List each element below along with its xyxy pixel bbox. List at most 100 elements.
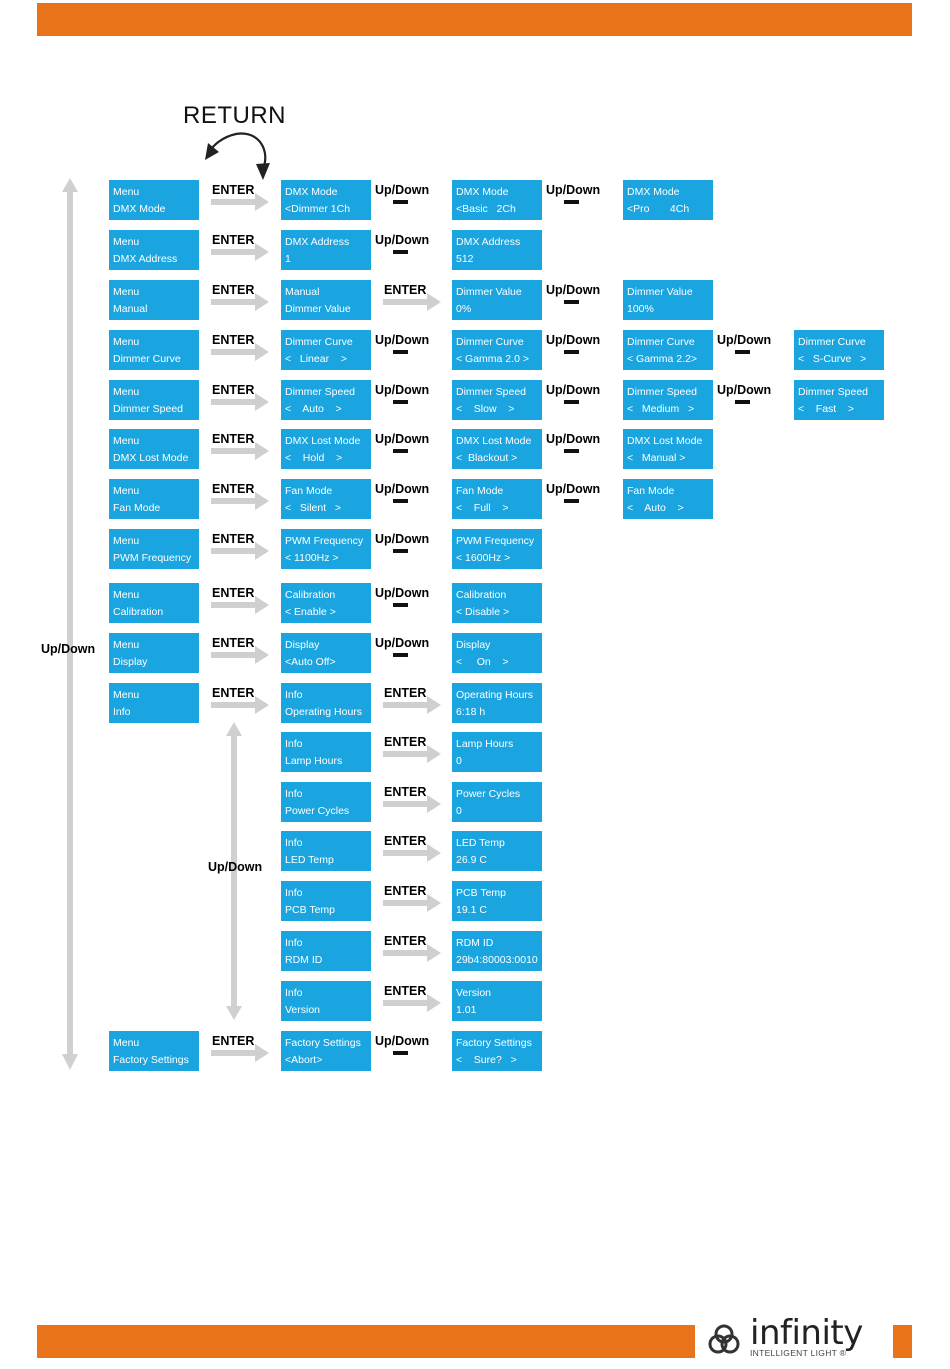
enter-arrow-icon [211,1044,269,1062]
enter-arrow-icon [211,393,269,411]
brand-sub-text: INTELLIGENT LIGHT [750,1348,837,1358]
lcd-line: < Slow > [456,403,515,415]
lcd-line: Dimmer Speed [627,386,698,398]
lcd-line: DMX Address [456,236,521,248]
lcd-line: 19.1 C [456,904,487,916]
lcd-line: PWM Frequency [113,552,192,564]
header-bar [37,3,912,36]
lcd-line: Manual [113,303,148,315]
enter-label: ENTER [212,636,255,650]
lcd-line: DMX Address [285,236,350,248]
enter-label: ENTER [212,432,255,446]
lcd-line: Dimmer Value [285,303,351,315]
lcd-line: Fan Mode [285,485,333,497]
updown-label: Up/Down [717,333,772,347]
lcd-line: Dimmer Speed [456,386,527,398]
updown-dash-icon [564,499,579,503]
lcd-line: Lamp Hours [456,738,514,750]
updown-label: Up/Down [375,1034,430,1048]
lcd-line: Fan Mode [113,502,161,514]
enter-label: ENTER [212,183,255,197]
enter-label: ENTER [384,283,427,297]
lcd-screen-3-2: Dimmer Curve< Gamma 2.2> [623,330,713,370]
enter-arrow-icon [211,193,269,211]
lcd-line: < Fast > [798,403,855,415]
lcd-line: Dimmer Curve [113,353,181,365]
updown-label: Up/Down [546,482,601,496]
lcd-line: < Disable > [456,606,510,618]
enter-label: ENTER [384,934,427,948]
main-updown-arrow-icon [62,178,78,1070]
lcd-line: RDM ID [285,954,323,966]
lcd-screen-4-2: Dimmer Speed < Medium > [623,380,713,420]
return-arrow-icon [208,132,267,173]
lcd-screen-5-1: DMX Lost Mode< Blackout > [452,429,542,469]
lcd-screen-7-1: PWM Frequency< 1600Hz > [452,529,542,569]
footer-bar [37,1325,695,1358]
enter-arrow-icon [383,894,441,912]
lcd-line: 0% [456,303,472,315]
enter-arrow-icon [383,994,441,1012]
updown-dash-icon [393,603,408,607]
updown-label: Up/Down [375,586,430,600]
lcd-line: Info [285,689,303,701]
lcd-screen-17-1: Factory Settings< Sure? > [452,1031,542,1071]
lcd-line: Version [285,1004,321,1016]
lcd-line: Menu [113,1037,140,1049]
brand-sub: INTELLIGENT LIGHT ® [750,1348,846,1358]
enter-label: ENTER [212,383,255,397]
enter-arrow-icon [383,293,441,311]
return-arrowhead-down [256,163,270,180]
enter-label: ENTER [384,984,427,998]
lcd-line: DMX Lost Mode [113,452,189,464]
enter-label: ENTER [212,1034,255,1048]
lcd-screen-3-1: Dimmer Curve< Gamma 2.0 > [452,330,542,370]
lcd-line: Menu [113,186,140,198]
lcd-line: LED Temp [285,854,334,866]
updown-dash-icon [393,449,408,453]
lcd-line: < Linear > [285,353,347,365]
lcd-line: Info [285,887,303,899]
updown-dash-icon [393,350,408,354]
lcd-screen-6-0: Fan Mode< Silent > [281,479,371,519]
lcd-line: PWM Frequency [456,535,535,547]
lcd-line: Fan Mode [456,485,504,497]
enter-arrow-icon [383,795,441,813]
lcd-line: Menu [113,535,140,547]
info-updown-arrow-icon [226,722,242,1020]
lcd-line: Factory Settings [113,1054,189,1066]
enter-arrow-icon [211,293,269,311]
updown-dash-icon [393,653,408,657]
lcd-screen-9-1: Display< On > [452,633,542,673]
lcd-line: Fan Mode [627,485,675,497]
lcd-line: Dimmer Curve [798,336,866,348]
lcd-line: < Blackout > [456,452,518,464]
updown-dash-icon [564,449,579,453]
updown-dash-icon [564,200,579,204]
enter-arrow-icon [383,745,441,763]
lcd-line: < On > [456,656,509,668]
enter-label: ENTER [212,333,255,347]
lcd-line: <Dimmer 1Ch [285,203,351,215]
updown-label: Up/Down [375,233,430,247]
lcd-line: Menu [113,386,140,398]
lcd-line: PWM Frequency [285,535,364,547]
lcd-line: 6:18 h [456,706,486,718]
lcd-screen-6-2: Fan Mode< Auto > [623,479,713,519]
brand-reg: ® [839,1348,847,1358]
enter-arrow-icon [211,442,269,460]
lcd-line: < Gamma 2.2> [627,353,698,365]
lcd-line: < Medium > [627,403,695,415]
